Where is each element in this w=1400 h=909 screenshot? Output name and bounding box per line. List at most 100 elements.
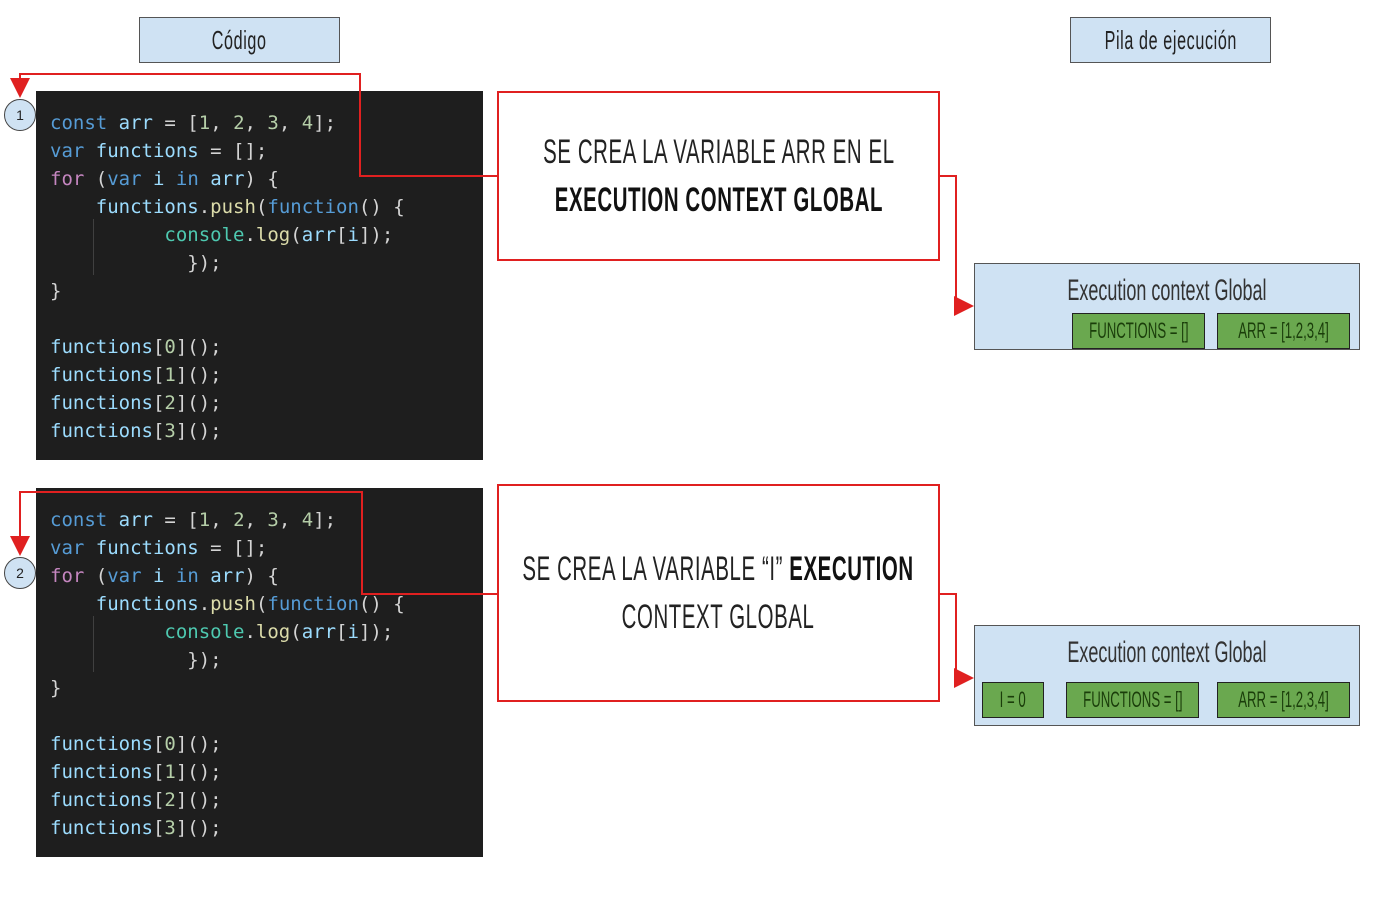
step-1-note-line2: EXECUTION CONTEXT GLOBAL [554, 181, 883, 219]
code-token: ( [255, 196, 268, 218]
step-2-note-line2: CONTEXT GLOBAL [622, 598, 815, 636]
connector-note1-to-context1 [940, 175, 974, 316]
code-token: functions [50, 761, 153, 783]
code-token: var [50, 140, 96, 162]
code-token: for [50, 168, 96, 190]
code-header-label: Código [212, 24, 267, 55]
code-token: functions [95, 593, 199, 615]
code-line: for (var i in arr) { [50, 562, 483, 590]
code-line: console.log(arr[i]); [50, 618, 483, 646]
code-token: i [347, 224, 359, 246]
step-2-context-title: Execution context Global [1067, 636, 1267, 669]
code-token: 2 [233, 509, 245, 531]
code-token: i [152, 168, 176, 190]
code-token: 2 [164, 392, 176, 414]
code-token: arr [118, 112, 153, 134]
code-token: ](); [175, 392, 222, 414]
code-token: ]; [313, 112, 337, 134]
code-token: in [175, 565, 211, 587]
code-token: [ [152, 392, 165, 414]
code-token: functions [95, 196, 199, 218]
indent-guide [93, 616, 94, 672]
code-token: , [278, 112, 302, 134]
code-token: console [164, 621, 245, 643]
code-token: functions [50, 364, 153, 386]
code-token: , [244, 112, 268, 134]
code-token: [ [152, 817, 165, 839]
code-token: functions [50, 420, 153, 442]
code-line: } [50, 674, 483, 702]
step-2-number: 2 [16, 565, 24, 581]
code-token: 4 [301, 509, 314, 531]
code-token: log [255, 621, 291, 643]
step-2-execution-context: Execution context Global I = 0 FUNCTIONS… [974, 625, 1360, 726]
code-line: functions[2](); [50, 389, 483, 417]
code-token: ]); [358, 224, 394, 246]
step-2-note: SE CREA LA VARIABLE “I” EXECUTION CONTEX… [497, 484, 940, 702]
code-token: ](); [175, 420, 222, 442]
code-lines-2: const arr = [1, 2, 3, 4];var functions =… [50, 506, 483, 842]
code-token: . [244, 621, 256, 643]
step-2-var-functions: FUNCTIONS = [] [1066, 682, 1199, 718]
code-line: var functions = []; [50, 534, 483, 562]
code-token: arr [301, 621, 337, 643]
code-token: arr [118, 509, 153, 531]
code-line: const arr = [1, 2, 3, 4]; [50, 109, 483, 137]
code-token: ](); [175, 789, 222, 811]
code-line: const arr = [1, 2, 3, 4]; [50, 506, 483, 534]
step-1-note-line1: SE CREA LA VARIABLE ARR EN EL [542, 133, 895, 171]
code-token: i [347, 621, 359, 643]
code-token: ( [290, 621, 302, 643]
code-token: push [210, 196, 256, 218]
code-token: functions [50, 336, 153, 358]
code-token: functions [50, 733, 153, 755]
code-line: functions[0](); [50, 333, 483, 361]
code-token: var [107, 565, 153, 587]
code-token: , [244, 509, 268, 531]
step-1-context-title: Execution context Global [1067, 274, 1267, 307]
code-line: for (var i in arr) { [50, 165, 483, 193]
code-token: functions [95, 140, 199, 162]
stack-header-label: Pila de ejecución [1104, 24, 1237, 55]
code-token: var [107, 168, 153, 190]
code-token: in [175, 168, 211, 190]
code-token: log [255, 224, 291, 246]
code-block-1: const arr = [1, 2, 3, 4];var functions =… [36, 91, 483, 460]
code-token: 2 [233, 112, 245, 134]
code-token: ( [95, 565, 108, 587]
code-line: }); [50, 646, 483, 674]
code-token: ]; [313, 509, 337, 531]
step-1-badge: 1 [4, 99, 36, 131]
indent-guide [93, 219, 94, 275]
code-block-2: const arr = [1, 2, 3, 4];var functions =… [36, 488, 483, 857]
code-token: [ [152, 789, 165, 811]
step-1-execution-context: Execution context Global FUNCTIONS = [] … [974, 263, 1360, 350]
code-token: 1 [198, 112, 211, 134]
code-token: = []; [198, 537, 268, 559]
code-line: functions[1](); [50, 361, 483, 389]
code-line: functions[1](); [50, 758, 483, 786]
code-token: () { [358, 196, 405, 218]
step-2-badge: 2 [4, 557, 36, 589]
code-line: var functions = []; [50, 137, 483, 165]
code-token: , [210, 112, 234, 134]
code-token: [ [152, 733, 165, 755]
code-line: functions.push(function() { [50, 590, 483, 618]
code-line: console.log(arr[i]); [50, 221, 483, 249]
code-token: [ [152, 761, 165, 783]
code-token: i [152, 565, 176, 587]
connector-note1-to-step1 [10, 73, 497, 177]
code-token: = [ [152, 112, 199, 134]
code-line: functions[0](); [50, 730, 483, 758]
code-token: . [198, 196, 211, 218]
step-1-note: SE CREA LA VARIABLE ARR EN EL EXECUTION … [497, 91, 940, 261]
code-line: } [50, 277, 483, 305]
code-line: functions[2](); [50, 786, 483, 814]
step-2-var-arr: ARR = [1,2,3,4] [1217, 682, 1350, 718]
code-token: 1 [164, 364, 176, 386]
code-token: arr [210, 565, 245, 587]
code-token: functions [50, 789, 153, 811]
code-token: . [198, 593, 211, 615]
code-token: functions [95, 537, 199, 559]
code-token: ](); [175, 733, 222, 755]
